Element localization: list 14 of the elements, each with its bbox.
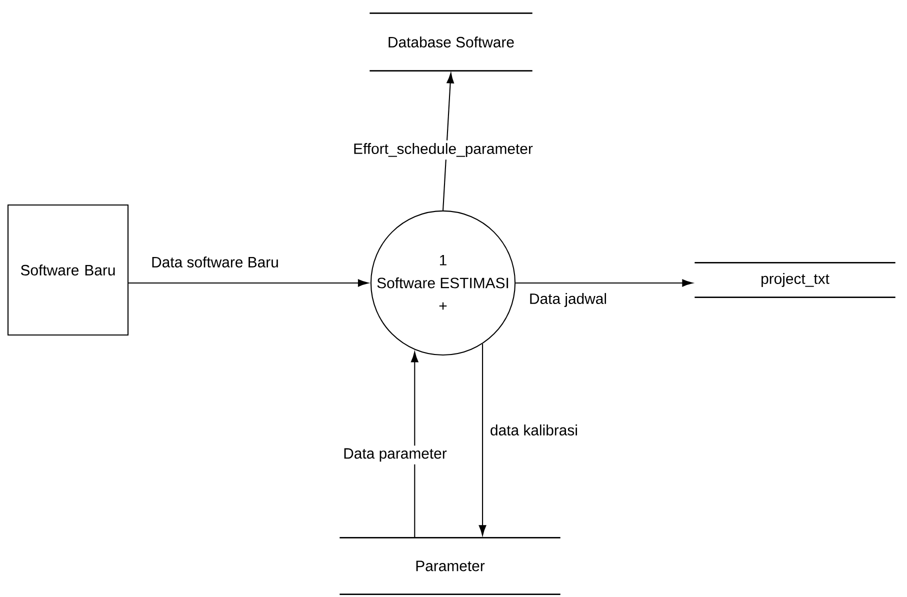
data-store: project_txt — [694, 262, 896, 298]
edge-label: Effort_schedule_parameter — [350, 140, 536, 160]
arrow — [410, 352, 418, 538]
arrow — [516, 279, 693, 287]
data-store: Parameter — [340, 536, 560, 596]
edge-label: data kalibrasi — [487, 422, 581, 438]
edge-label: Data software Baru — [148, 254, 282, 270]
arrow — [128, 279, 368, 287]
arrow — [478, 344, 486, 536]
data-store: Database Software — [370, 12, 532, 72]
edge-label: Data parameter — [340, 446, 450, 464]
arrow — [442, 72, 454, 210]
entity-box: Software Baru — [7, 204, 129, 336]
edge-label: Data jadwal — [526, 290, 610, 310]
